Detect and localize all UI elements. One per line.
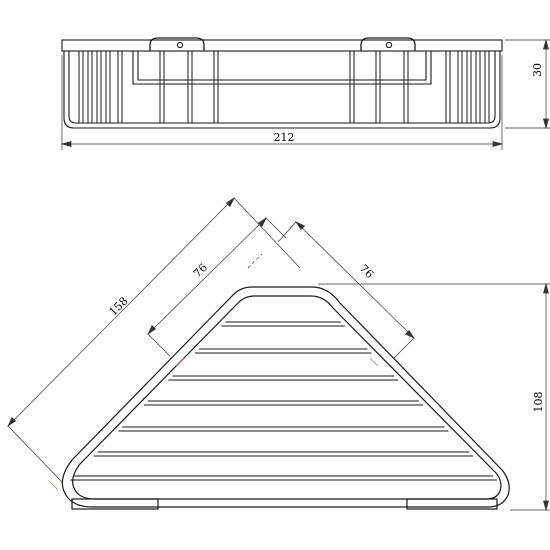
side-rod	[445, 51, 451, 123]
dim-label-depth: 108	[532, 392, 545, 413]
side-view	[61, 37, 503, 129]
dim-label-edge-right: 76	[357, 262, 376, 281]
top-view	[61, 286, 510, 510]
side-view-rods	[78, 51, 490, 123]
side-rod	[96, 51, 102, 123]
dimension-diagonal	[7, 197, 301, 483]
top-slat	[70, 475, 497, 481]
side-rod	[105, 51, 111, 123]
side-mount-hole-right	[385, 41, 393, 49]
side-rod	[159, 51, 165, 123]
top-slat	[93, 451, 474, 457]
side-top-rail	[61, 39, 503, 52]
top-slat	[221, 321, 345, 327]
top-slat	[118, 426, 449, 432]
side-rod	[213, 51, 219, 123]
hidden-lines	[49, 357, 379, 491]
side-mount-tab-right	[360, 37, 416, 51]
side-rod	[484, 51, 490, 123]
side-rod	[117, 51, 123, 123]
side-rod	[475, 51, 481, 123]
side-front-bar	[132, 51, 432, 85]
top-slat	[194, 348, 372, 354]
side-rod	[87, 51, 93, 123]
dim-label-side-height: 30	[531, 63, 544, 77]
side-front-bar-inner	[137, 51, 427, 81]
top-outer-outline	[61, 286, 510, 508]
side-rod	[457, 51, 463, 123]
dimension-side-height	[505, 38, 550, 130]
side-basket-outline	[63, 51, 501, 129]
top-slat	[143, 400, 423, 406]
top-mount-plate-right	[406, 498, 498, 510]
side-basket-inner	[68, 51, 496, 124]
side-rod	[349, 51, 355, 123]
dimension-depth	[318, 282, 550, 512]
side-rod	[375, 51, 381, 123]
dimension-side-width	[60, 55, 504, 150]
side-mount-tab-left	[149, 37, 205, 51]
side-rod	[403, 51, 409, 123]
dim-label-edge-left: 76	[191, 261, 210, 280]
dim-label-diagonal: 158	[107, 295, 131, 319]
side-rod	[187, 51, 193, 123]
top-view-slats	[70, 321, 497, 481]
side-rod	[78, 51, 84, 123]
dimension-edge-left	[147, 217, 287, 357]
top-slat	[168, 375, 399, 381]
dimension-edge-right	[247, 221, 415, 359]
dim-label-side-width: 212	[274, 131, 295, 144]
side-rod	[466, 51, 472, 123]
top-mount-plate-left	[71, 498, 159, 510]
side-mount-hole-left	[176, 41, 184, 49]
